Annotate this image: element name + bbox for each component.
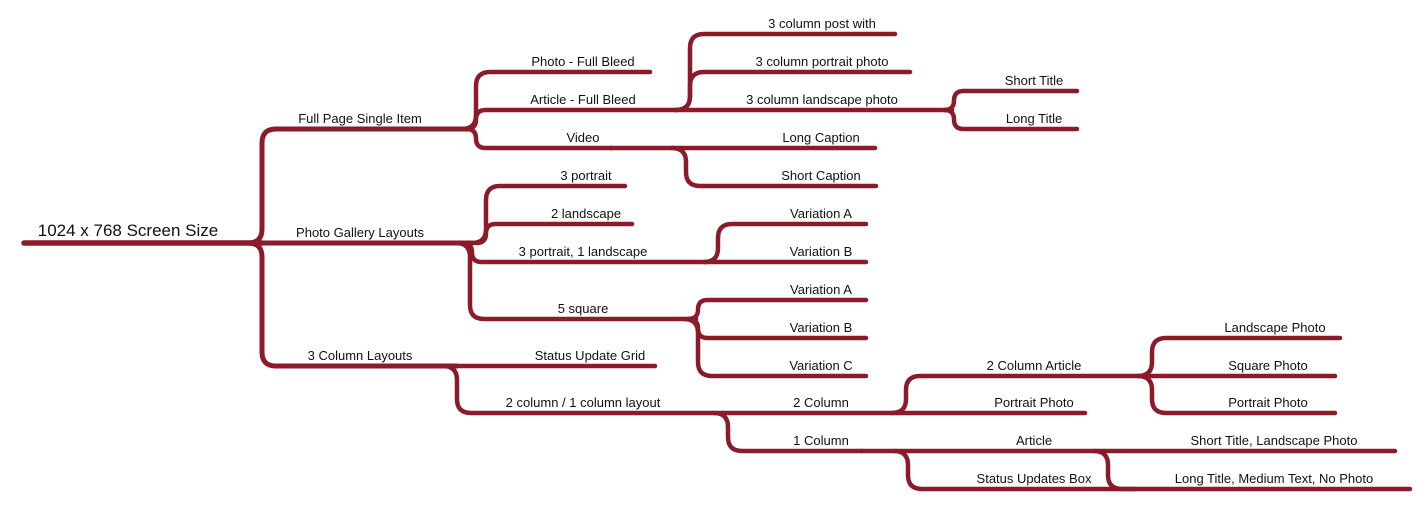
- branch-line: [453, 240, 699, 322]
- topic-label[interactable]: 2 Column: [793, 395, 849, 410]
- branch-line: [1091, 448, 1413, 492]
- topic-label[interactable]: Variation B: [790, 320, 853, 335]
- topic-label[interactable]: Article - Full Bleed: [530, 92, 635, 107]
- branch-line: [1135, 373, 1338, 416]
- topic-label[interactable]: 2 landscape: [551, 206, 621, 221]
- labels: 1024 x 768 Screen Size Full Page Single I…: [38, 16, 1374, 486]
- topic-label[interactable]: Variation C: [789, 358, 852, 373]
- branch-line: [464, 107, 693, 132]
- topic-label[interactable]: Article: [1016, 433, 1052, 448]
- topic-label[interactable]: Status Updates Box: [977, 471, 1092, 486]
- topic-label[interactable]: Variation A: [790, 206, 852, 221]
- topic-label[interactable]: 3 portrait: [560, 168, 612, 183]
- branch-line: [942, 88, 1080, 113]
- topic-label[interactable]: Long Title, Medium Text, No Photo: [1175, 471, 1373, 486]
- branch-line: [891, 448, 1138, 492]
- topic-label[interactable]: 2 Column Article: [987, 358, 1082, 373]
- branch-line: [245, 126, 475, 246]
- topic-label[interactable]: Variation B: [790, 244, 853, 259]
- branch-line: [245, 240, 460, 369]
- branch-line: [889, 373, 1145, 416]
- topic-label[interactable]: Portrait Photo: [994, 395, 1074, 410]
- topic-label[interactable]: Photo - Full Bleed: [531, 54, 634, 69]
- topic-label[interactable]: Portrait Photo: [1228, 395, 1308, 410]
- branch-line: [440, 363, 725, 416]
- topic-label[interactable]: Short Title: [1005, 73, 1064, 88]
- branch-line: [711, 410, 865, 454]
- topic-label[interactable]: 3 column post with: [768, 16, 876, 31]
- topic-label[interactable]: Long Title: [1006, 111, 1062, 126]
- branch-line: [669, 145, 879, 189]
- topic-label[interactable]: Variation A: [790, 282, 852, 297]
- topic-label[interactable]: Full Page Single Item: [298, 111, 422, 126]
- topic-label[interactable]: 3 column portrait photo: [756, 54, 889, 69]
- topic-label[interactable]: Video: [566, 130, 599, 145]
- central-topic-label[interactable]: 1024 x 768 Screen Size: [38, 221, 219, 240]
- topic-label[interactable]: 3 Column Layouts: [308, 348, 413, 363]
- branches: [21, 31, 1413, 492]
- topic-label[interactable]: 3 column landscape photo: [746, 92, 898, 107]
- topic-label[interactable]: Short Title, Landscape Photo: [1191, 433, 1358, 448]
- topic-label[interactable]: 1 Column: [793, 433, 849, 448]
- topic-label[interactable]: Long Caption: [782, 130, 859, 145]
- topic-label[interactable]: Short Caption: [781, 168, 861, 183]
- branch-line: [942, 107, 1080, 132]
- branch-line: [673, 69, 913, 113]
- branch-line: [686, 297, 869, 322]
- topic-label[interactable]: 5 square: [558, 301, 609, 316]
- topic-label[interactable]: Status Update Grid: [535, 348, 646, 363]
- topic-label[interactable]: 2 column / 1 column layout: [506, 395, 661, 410]
- topic-label[interactable]: 3 portrait, 1 landscape: [519, 244, 648, 259]
- branch-line: [464, 126, 615, 151]
- topic-label[interactable]: Landscape Photo: [1224, 320, 1325, 335]
- branch-line: [474, 221, 635, 246]
- topic-label[interactable]: Photo Gallery Layouts: [296, 225, 424, 240]
- branch-line: [681, 316, 869, 379]
- branch-line: [460, 240, 709, 265]
- topic-label[interactable]: Square Photo: [1228, 358, 1308, 373]
